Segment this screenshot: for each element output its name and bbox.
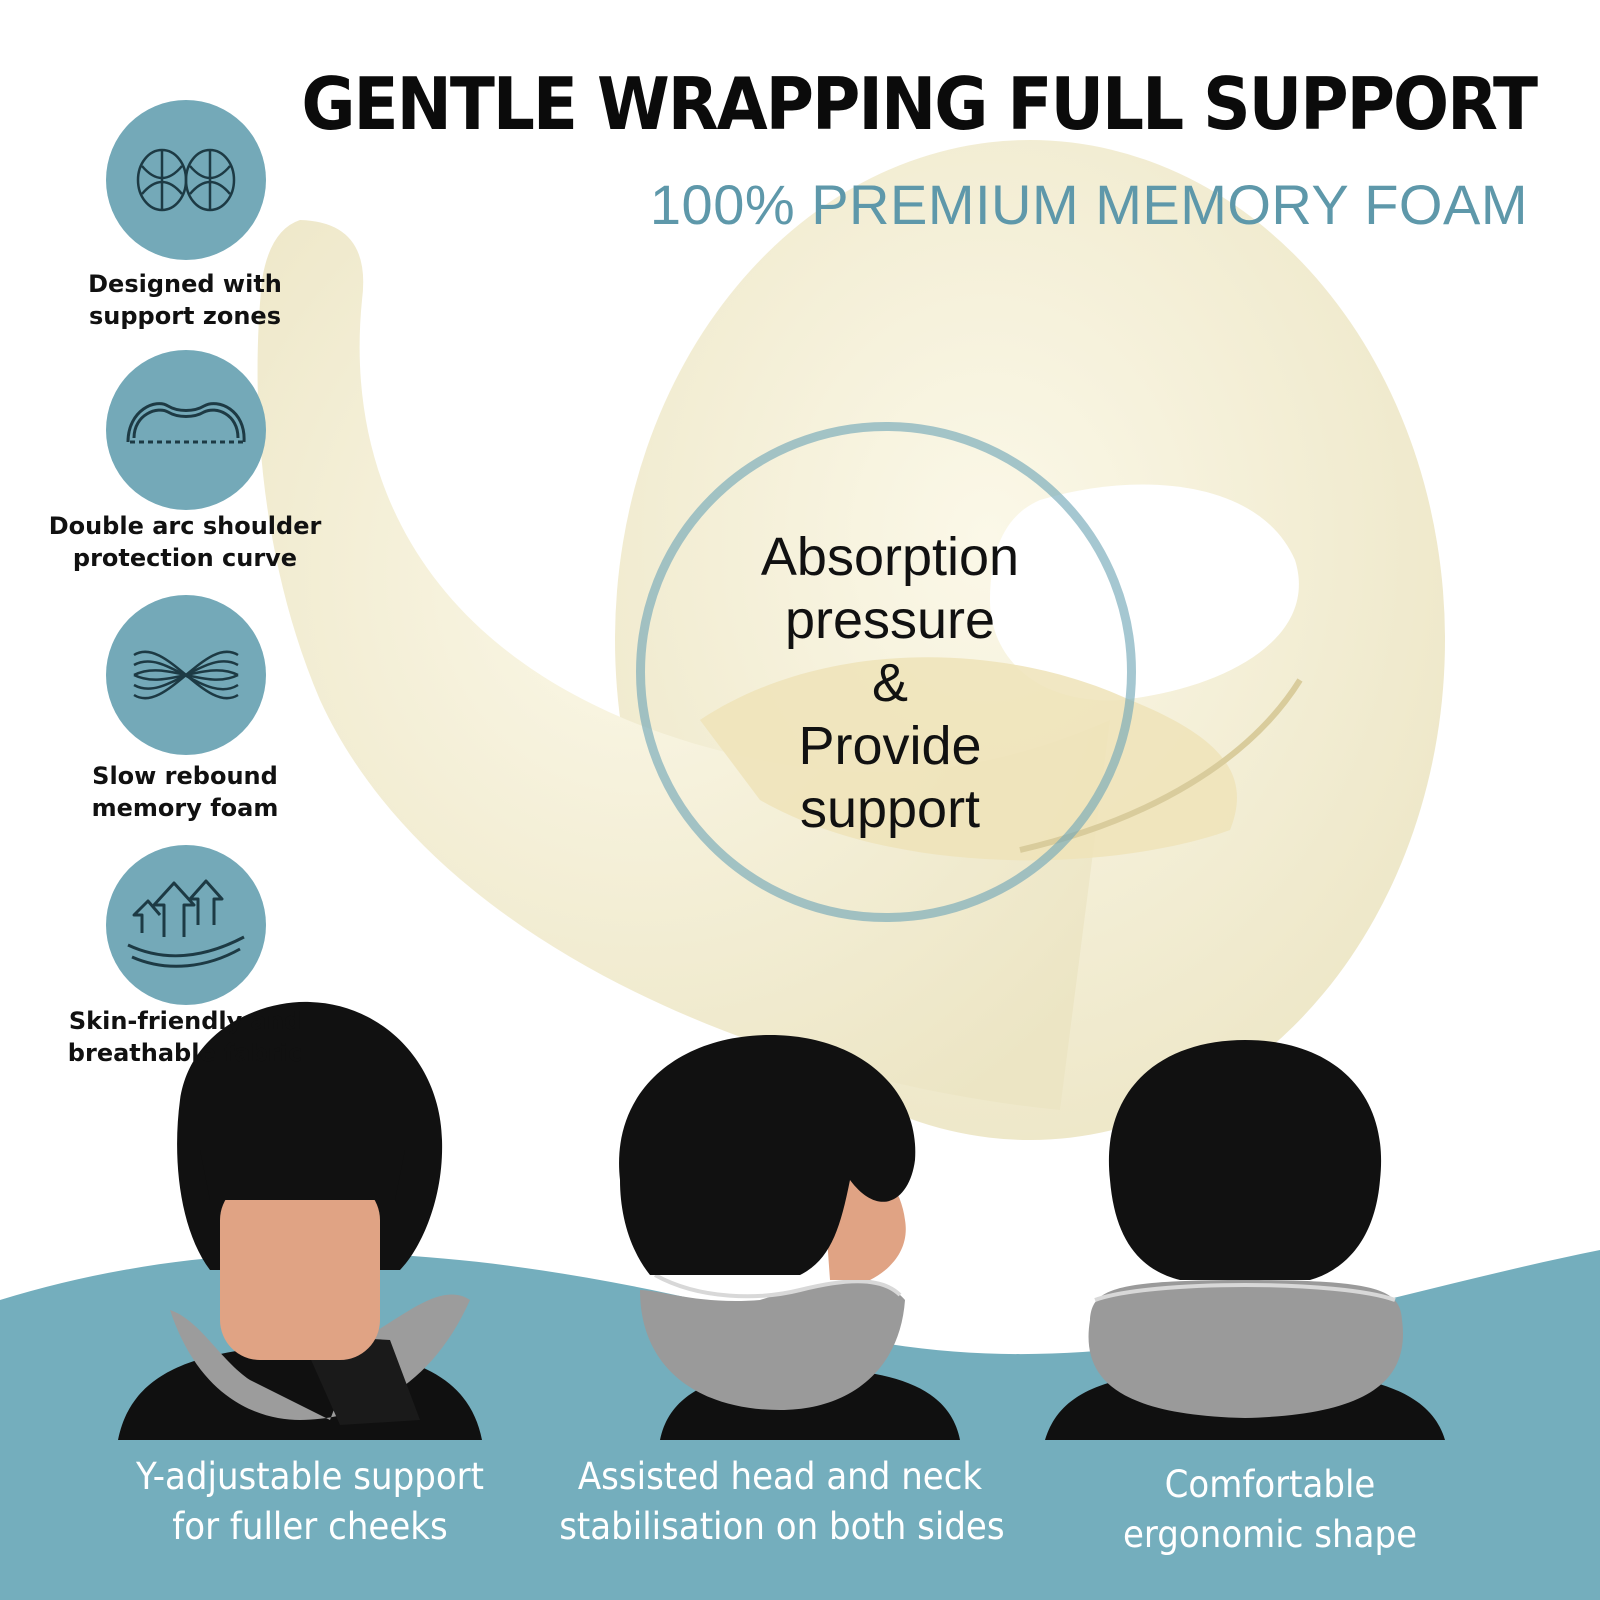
figure-side-view [619, 1035, 960, 1440]
support-zones-icon [106, 100, 266, 260]
double-arc-icon [106, 350, 266, 510]
figure-back-view [1045, 1040, 1445, 1440]
headline: GENTLE WRAPPING FULL SUPPORT [301, 62, 1538, 147]
rebound-waves-icon [106, 595, 266, 755]
pressure-callout: Absorption pressure & Provide support [760, 527, 1020, 839]
pressure-callout-ring [636, 422, 1136, 922]
breathable-arrows-icon [106, 845, 266, 1005]
subheadline: 100% PREMIUM MEMORY FOAM [649, 173, 1528, 236]
figure-front-view [118, 1001, 482, 1440]
